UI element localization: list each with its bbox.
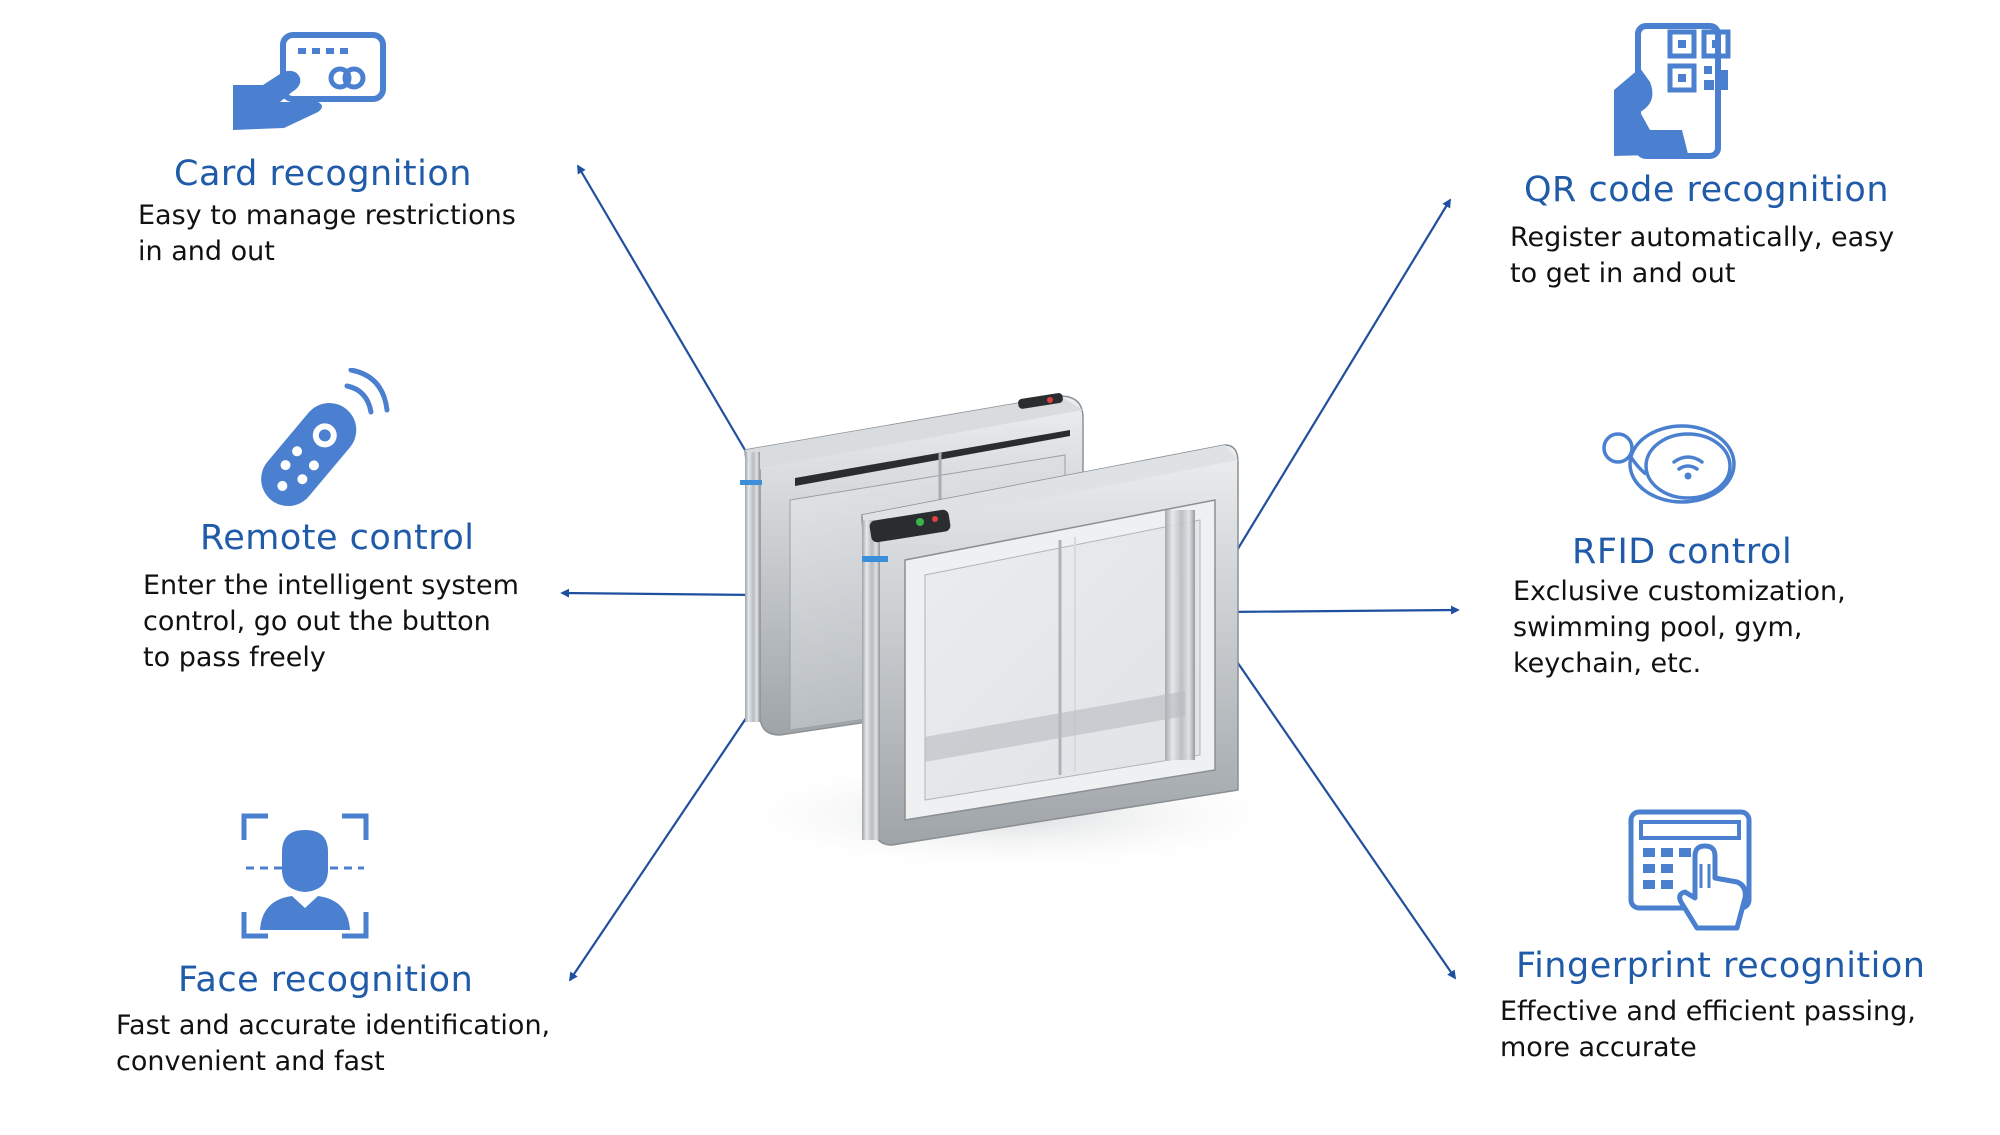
arrow-remote: [560, 588, 758, 598]
rfid-keyfob-icon: [1602, 424, 1736, 504]
face-scan-icon: [241, 813, 369, 939]
fingerprint-recognition-description: Effective and efficient passing, more ac…: [1500, 996, 1916, 1063]
fingerprint-keypad-icon: [1628, 809, 1752, 931]
qr-phone-icon: [1614, 23, 1731, 159]
face-recognition-description: Fast and accurate identification, conven…: [116, 1010, 551, 1077]
remote-control-description: Enter the intelligent system control, go…: [143, 570, 519, 673]
face-recognition-title: Face recognition: [178, 960, 474, 1000]
card-recognition-title: Card recognition: [174, 154, 472, 194]
remote-control-icon: [261, 368, 390, 507]
arrow-card: [577, 164, 746, 451]
fingerprint-recognition-title: Fingerprint recognition: [1516, 946, 1926, 986]
remote-control-title: Remote control: [200, 518, 475, 558]
rfid-control-description: Exclusive customization, swimming pool, …: [1513, 576, 1846, 679]
front-cabinet: [861, 444, 1239, 846]
card-recognition-description: Easy to manage restrictions in and out: [138, 200, 516, 267]
card-hand-icon: [233, 32, 386, 130]
arrow-face: [568, 689, 766, 982]
arrow-qr: [1224, 198, 1451, 571]
arrow-fingerprint: [1221, 639, 1457, 980]
qr-code-recognition-description: Register automatically, easy to get in a…: [1510, 222, 1895, 289]
arrow-rfid: [1221, 605, 1460, 615]
qr-code-recognition-title: QR code recognition: [1524, 170, 1890, 210]
rfid-control-title: RFID control: [1572, 532, 1793, 572]
